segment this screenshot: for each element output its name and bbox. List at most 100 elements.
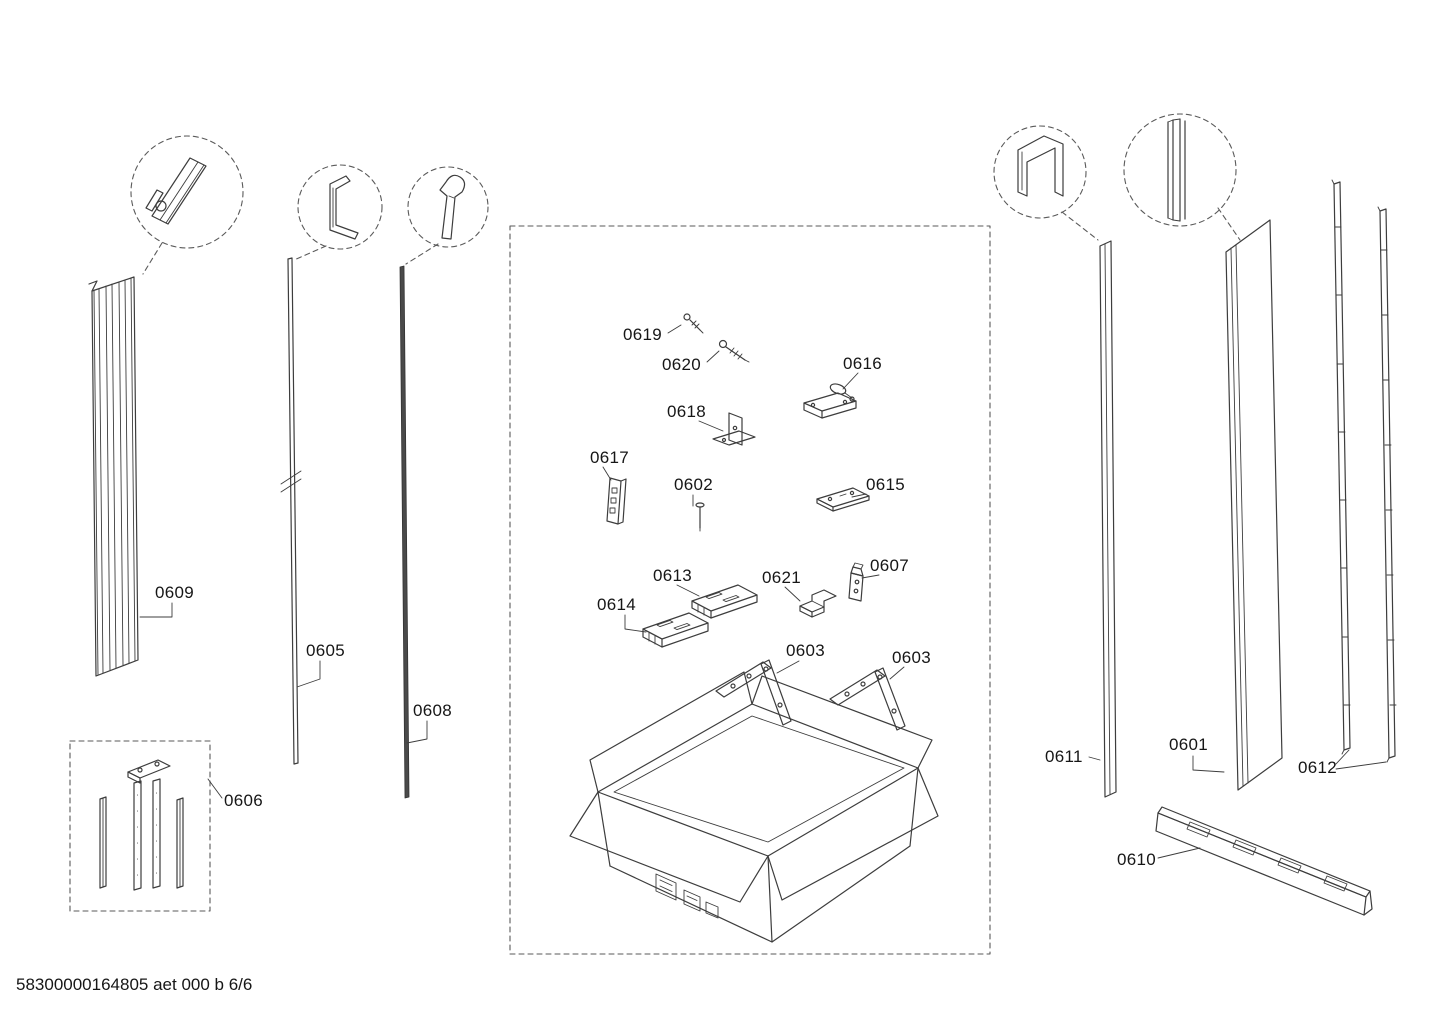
kit-box-0606 <box>152 778 161 889</box>
corner-bracket-0618 <box>712 412 756 446</box>
carton-box <box>609 845 911 943</box>
corner-bracket-0618 <box>712 430 756 446</box>
clip-0617 <box>617 478 627 525</box>
part-label-0621: 0621 <box>762 568 802 587</box>
detail-circle-0611 <box>993 125 1087 219</box>
rail-0610 <box>1155 806 1373 916</box>
bracket-0616 <box>849 396 855 402</box>
clip-0607 <box>848 562 864 602</box>
kit-box-0606 <box>99 796 107 889</box>
bracket-0613 <box>705 592 740 603</box>
leader-0607 <box>861 574 880 579</box>
screw-0619 <box>683 313 704 334</box>
detail-circle-0605 <box>293 164 383 261</box>
part-label-0606: 0606 <box>224 791 264 810</box>
corner-brace-0603-left <box>715 661 772 698</box>
leader-0605 <box>296 660 321 688</box>
part-label-0602: 0602 <box>674 475 714 494</box>
leader-0601 <box>1192 755 1225 773</box>
corner-bracket-0618 <box>728 412 743 446</box>
detail-circle-0611 <box>1017 135 1064 197</box>
bracket-0613 <box>691 584 758 612</box>
bracket-0616 <box>803 402 823 419</box>
strip-0608 <box>399 265 410 799</box>
leader-0614 <box>624 614 647 633</box>
strip-0605 <box>287 257 299 765</box>
bracket-0613 <box>691 584 758 619</box>
profile-0611 <box>1104 243 1111 795</box>
strips-0612 <box>1331 179 1345 755</box>
leader-0613 <box>676 584 700 597</box>
clip-0607 <box>852 562 864 570</box>
profile-0611 <box>1099 240 1117 798</box>
part-label-0609: 0609 <box>155 583 195 602</box>
clip-0607 <box>850 566 864 577</box>
part-label-0613: 0613 <box>653 566 693 585</box>
detail-circle-0608 <box>448 195 455 199</box>
part-label-0612: 0612 <box>1298 758 1338 777</box>
detail-circle-0609 <box>145 189 164 212</box>
hardware-kit-area <box>509 225 991 955</box>
block-0621 <box>811 606 825 618</box>
clip-0607 <box>854 579 860 585</box>
detail-circle-0609 <box>130 135 244 275</box>
detail-circle-0601 <box>1123 113 1237 227</box>
leader-0618 <box>698 420 724 432</box>
screw-0619 <box>683 313 691 321</box>
rail-0610 <box>1363 890 1373 916</box>
kit-box-0606 <box>127 771 141 784</box>
part-label-0607: 0607 <box>870 556 910 575</box>
kit-box-0606 <box>133 780 142 891</box>
carton-box <box>589 671 753 793</box>
detail-circle-0605 <box>297 164 383 250</box>
detail-circle-0605 <box>329 175 359 240</box>
part-label-0608: 0608 <box>413 701 453 720</box>
detail-circle-0601 <box>1167 118 1181 222</box>
detail-circle-0611 <box>1061 211 1099 241</box>
part-label-0618: 0618 <box>667 402 707 421</box>
leader-0606 <box>207 778 223 799</box>
corner-brace-0603-left <box>715 659 792 726</box>
bracket-0614 <box>642 612 709 648</box>
bracket-0616 <box>821 400 857 419</box>
part-label-0611: 0611 <box>1045 747 1083 766</box>
corner-brace-0603-left <box>730 683 736 689</box>
block-0621 <box>799 589 837 618</box>
detail-circle-0608 <box>405 166 489 265</box>
part-label-0603-left: 0603 <box>786 641 826 660</box>
part-label-0605: 0605 <box>306 641 346 660</box>
leader-0616 <box>842 372 859 390</box>
corner-brace-0603-left <box>746 673 752 679</box>
carton-box <box>597 703 919 857</box>
profile-0609 <box>93 277 136 676</box>
leader-0608 <box>406 720 428 744</box>
carton-box <box>597 767 919 943</box>
corner-brace-0603-right <box>874 667 906 731</box>
profile-0609 <box>88 276 139 677</box>
kit-box-0606 <box>69 740 211 912</box>
corner-bracket-0618 <box>721 437 727 443</box>
strips-0612 <box>1331 179 1397 763</box>
bracket-0614 <box>661 622 709 648</box>
detail-circle-0608 <box>439 174 466 240</box>
leader-0611 <box>1088 756 1101 761</box>
carton-box <box>705 901 719 919</box>
hardware-kit-area <box>509 225 991 955</box>
leader-0617 <box>602 466 612 481</box>
carton-box <box>751 675 933 769</box>
corner-brace-0603-right <box>829 667 906 731</box>
detail-circle-0601 <box>1123 113 1241 241</box>
clip-0617 <box>606 477 627 525</box>
leader-0603-left <box>776 660 800 674</box>
carton-box <box>613 715 905 843</box>
part-label-0620: 0620 <box>662 355 702 374</box>
kit-box-0606 <box>137 767 143 773</box>
bracket-0616 <box>803 383 857 419</box>
carton-box <box>655 873 677 901</box>
leader-0609 <box>139 602 173 618</box>
kit-box-0606 <box>176 797 184 889</box>
part-label-0615: 0615 <box>866 475 906 494</box>
detail-circle-0609 <box>142 242 163 275</box>
